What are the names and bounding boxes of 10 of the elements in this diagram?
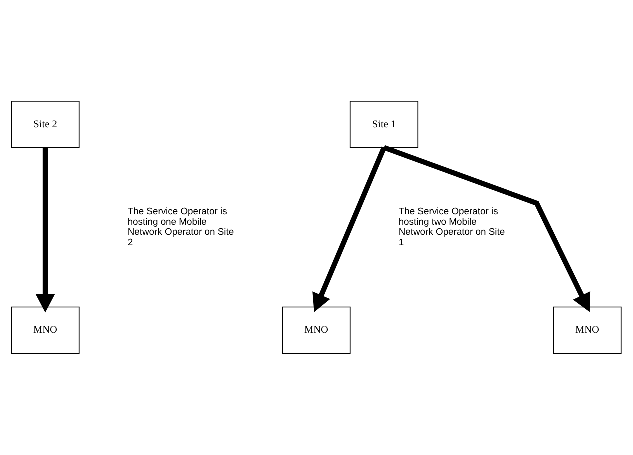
arrow — [312, 146, 387, 312]
node-box: MNO — [11, 306, 80, 354]
label: The Service Operator is hosting one Mobile Network Operator on Site 2 — [128, 205, 234, 248]
node-box: Site 2 — [11, 101, 80, 148]
arrow — [383, 145, 591, 312]
label: The Service Operator is hosting two Mobile Network Operator on Site 1 — [398, 205, 506, 248]
node-box: MNO — [282, 306, 351, 354]
node-box: MNO — [553, 306, 622, 354]
arrow — [36, 148, 56, 313]
node-box: Site 1 — [350, 101, 419, 148]
